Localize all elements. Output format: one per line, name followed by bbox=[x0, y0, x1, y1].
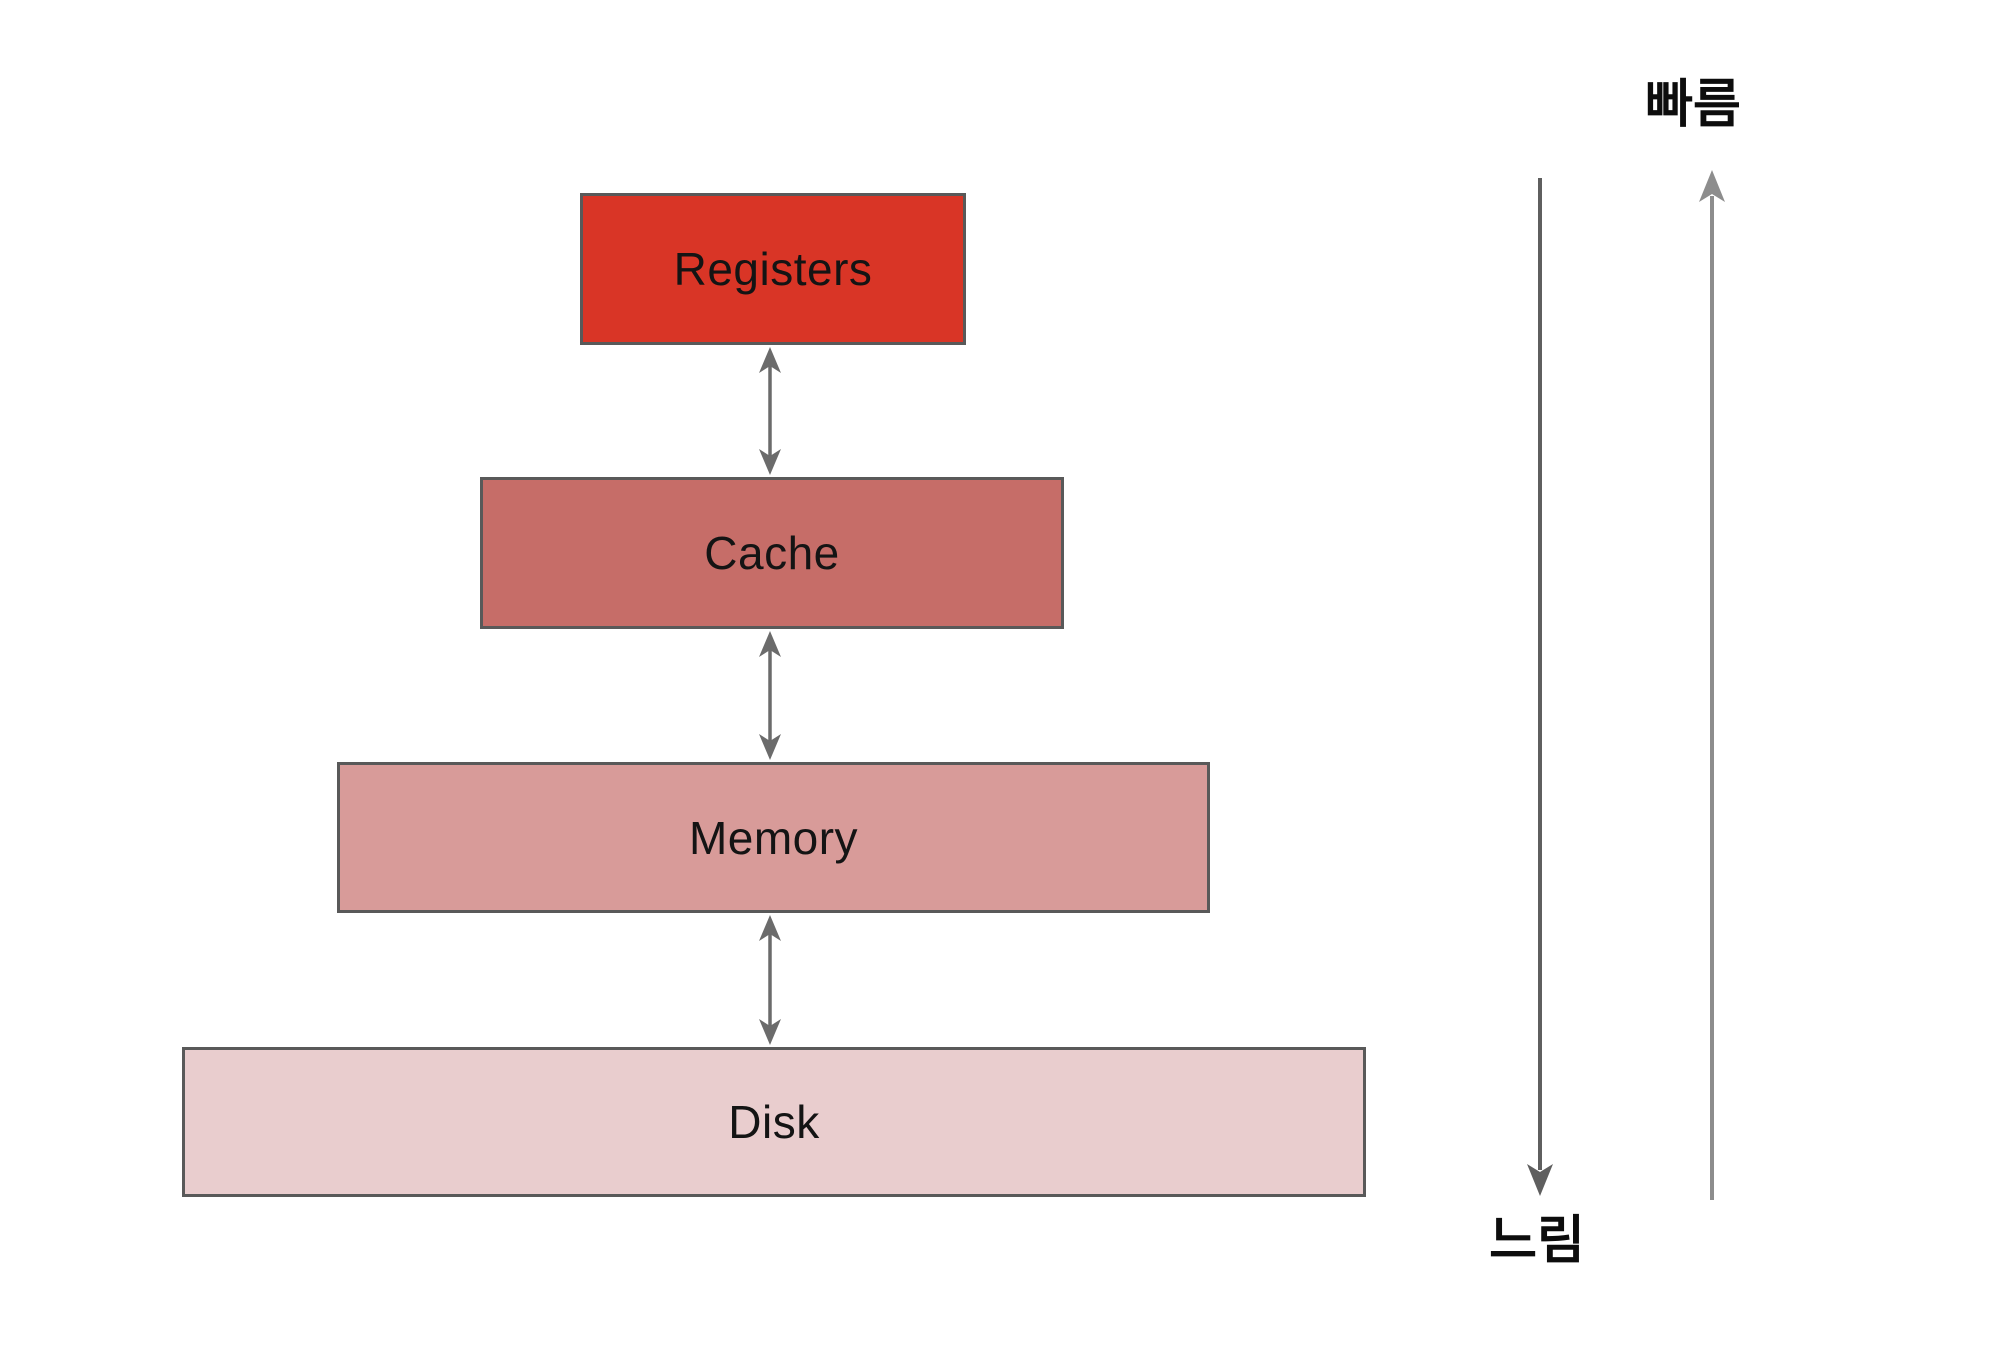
disk-label: Disk bbox=[728, 1096, 820, 1148]
arrow-memory-disk bbox=[759, 915, 781, 1045]
fast-label: 빠름 bbox=[1645, 76, 1741, 134]
fast-direction-arrow bbox=[1699, 170, 1725, 1200]
cache-box: Cache bbox=[480, 477, 1064, 629]
arrow-registers-cache bbox=[759, 347, 781, 475]
cache-label: Cache bbox=[704, 527, 840, 579]
arrow-cache-memory bbox=[759, 631, 781, 760]
registers-label: Registers bbox=[673, 243, 873, 295]
disk-box: Disk bbox=[182, 1047, 1366, 1197]
registers-box: Registers bbox=[580, 193, 966, 345]
slow-label: 느림 bbox=[1489, 1212, 1585, 1270]
memory-label: Memory bbox=[688, 811, 859, 864]
slow-direction-arrow bbox=[1527, 178, 1553, 1196]
memory-box: Memory bbox=[337, 762, 1210, 913]
